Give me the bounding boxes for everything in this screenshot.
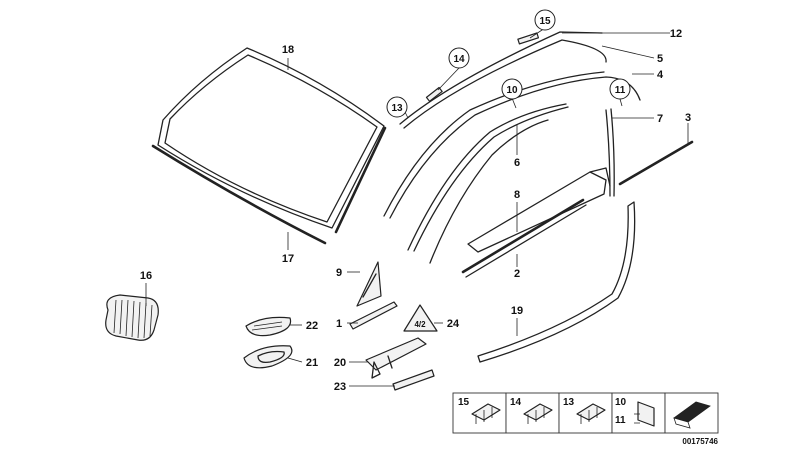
leader-lines bbox=[145, 27, 689, 387]
callout-11: 11 bbox=[609, 78, 631, 100]
roof-clip-13 bbox=[425, 86, 443, 102]
callout-14: 14 bbox=[448, 47, 470, 69]
legend-box-13: 13 bbox=[558, 392, 613, 434]
label-16: 16 bbox=[140, 270, 152, 282]
label-17: 17 bbox=[282, 253, 294, 265]
label-3: 3 bbox=[685, 112, 691, 124]
label-6: 6 bbox=[514, 157, 520, 169]
label-9: 9 bbox=[336, 267, 342, 279]
label-23: 23 bbox=[334, 381, 346, 393]
strip-3 bbox=[618, 140, 694, 186]
callout-10: 10 bbox=[501, 78, 523, 100]
triangle-text: 4/2 bbox=[414, 320, 426, 329]
svg-text:11: 11 bbox=[615, 415, 626, 426]
reference-number: 00175746 bbox=[682, 437, 718, 446]
label-20: 20 bbox=[334, 357, 346, 369]
windshield-lower-seal bbox=[151, 126, 387, 245]
label-19: 19 bbox=[511, 305, 523, 317]
svg-text:10: 10 bbox=[615, 397, 627, 408]
trim-piece-1 bbox=[349, 301, 398, 330]
label-21: 21 bbox=[306, 357, 318, 369]
frame-trim-10 bbox=[383, 71, 605, 217]
svg-text:11: 11 bbox=[615, 85, 626, 96]
frame-trim-11b bbox=[413, 106, 569, 252]
legend-box-arrow bbox=[664, 392, 719, 434]
belt-moulding-2 bbox=[461, 198, 585, 274]
label-12: 12 bbox=[670, 28, 682, 40]
label-4: 4 bbox=[657, 69, 664, 81]
frame-trim-inner bbox=[429, 119, 549, 264]
label-2: 2 bbox=[514, 268, 520, 280]
side-indicator-21 bbox=[243, 345, 293, 369]
warning-triangle-24: 4/2 bbox=[403, 304, 438, 332]
belt-moulding-8 bbox=[467, 167, 611, 253]
emblem-23 bbox=[392, 369, 435, 391]
legend-box-10-11: 10 11 bbox=[611, 392, 666, 434]
kidney-grille-16 bbox=[105, 294, 159, 341]
b-pillar-trim-7b bbox=[610, 108, 615, 197]
roof-trim-14 bbox=[403, 39, 607, 129]
svg-text:15: 15 bbox=[539, 16, 551, 27]
mirror-triangle-9 bbox=[356, 261, 382, 307]
label-22: 22 bbox=[306, 320, 318, 332]
frame-trim-11 bbox=[407, 103, 567, 251]
svg-text:15: 15 bbox=[458, 397, 470, 408]
callout-15: 15 bbox=[534, 9, 556, 31]
label-1: 1 bbox=[336, 318, 342, 330]
label-18: 18 bbox=[282, 44, 294, 56]
svg-text:14: 14 bbox=[510, 397, 522, 408]
callout-13: 13 bbox=[386, 96, 408, 118]
label-24: 24 bbox=[447, 318, 460, 330]
label-7: 7 bbox=[657, 113, 663, 125]
legend-box-14: 14 bbox=[505, 392, 560, 434]
side-vent-22 bbox=[245, 316, 292, 337]
svg-text:13: 13 bbox=[563, 397, 575, 408]
windshield-glass bbox=[157, 47, 385, 229]
svg-text:13: 13 bbox=[391, 103, 403, 114]
b-pillar-trim-7 bbox=[605, 109, 611, 197]
label-8: 8 bbox=[514, 189, 520, 201]
label-5: 5 bbox=[657, 53, 663, 65]
svg-text:14: 14 bbox=[453, 54, 465, 65]
door-seal-19 bbox=[477, 201, 636, 363]
legend-box-15: 15 bbox=[452, 392, 507, 434]
roof-trim-12 bbox=[399, 31, 603, 125]
belt-moulding-2b bbox=[465, 204, 587, 278]
svg-text:10: 10 bbox=[506, 85, 518, 96]
bracket-20 bbox=[365, 337, 427, 379]
